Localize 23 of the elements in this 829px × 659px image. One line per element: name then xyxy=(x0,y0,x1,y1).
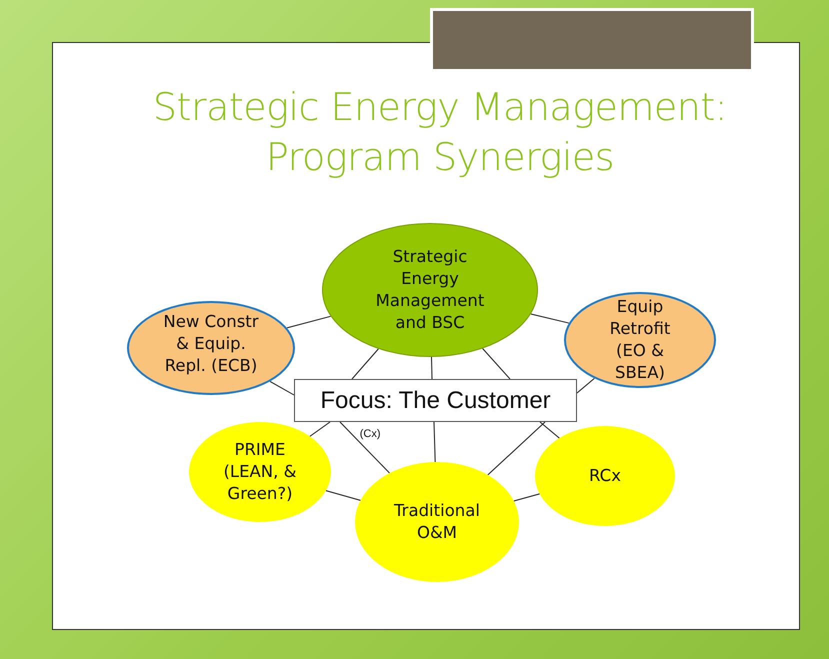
connector-line xyxy=(325,490,361,501)
connector-line xyxy=(487,422,546,476)
connector-line xyxy=(434,422,436,463)
connector-line xyxy=(513,493,540,502)
node-text: Focus: The Customer xyxy=(320,386,551,414)
node-text: Equip Retrofit (EO & SBEA) xyxy=(608,296,672,384)
node-text: RCx xyxy=(588,465,622,487)
connector-line xyxy=(270,380,294,396)
node-text: New Constr & Equip. Repl. (ECB) xyxy=(162,311,260,377)
node-text: Traditional O&M xyxy=(393,500,481,544)
connector-line xyxy=(352,348,379,380)
connector-line xyxy=(309,422,330,437)
connector-line xyxy=(286,316,332,328)
slide-title: Strategic Energy Management: Program Synergies xyxy=(152,84,728,181)
connector-line xyxy=(540,422,560,439)
node-text: Strategic Energy Management and BSC xyxy=(374,246,486,334)
connector-line xyxy=(576,378,595,394)
node-text: PRIME (LEAN, & Green?) xyxy=(222,439,298,505)
connector-line xyxy=(482,348,510,380)
focus-box xyxy=(294,379,577,422)
connector-line xyxy=(431,356,432,380)
connector-line xyxy=(340,422,390,474)
connector-line xyxy=(530,314,570,324)
